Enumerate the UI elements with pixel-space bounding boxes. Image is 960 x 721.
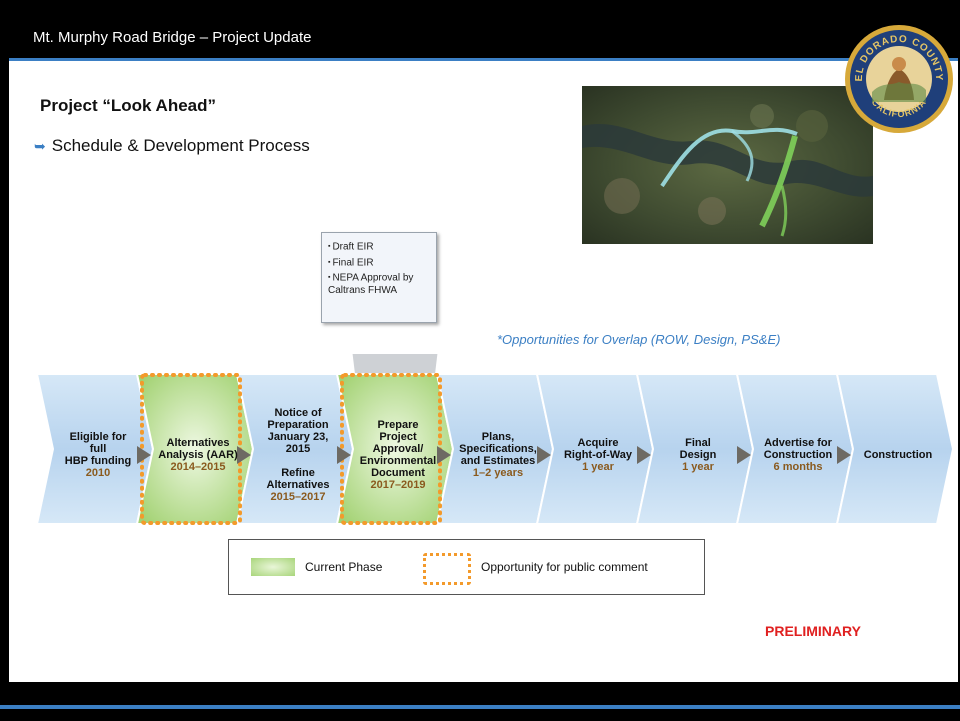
flow-arrow xyxy=(637,446,651,464)
phase-label-line: Prepare xyxy=(377,419,419,431)
aerial-map-photo xyxy=(582,86,873,244)
phase-label-line: Project xyxy=(379,431,417,443)
header-bar: Mt. Murphy Road Bridge – Project Update xyxy=(9,14,958,61)
phase-label-line: Alternatives xyxy=(166,437,230,449)
flow-arrow xyxy=(337,446,351,464)
phase-label-line: Preparation xyxy=(267,419,329,431)
flow-arrow xyxy=(837,446,851,464)
overlap-note: *Opportunities for Overlap (ROW, Design,… xyxy=(497,332,781,347)
phase-label-line: Specifications, xyxy=(459,443,537,455)
callout-box: Draft EIR Final EIR NEPA Approval by Cal… xyxy=(321,232,437,323)
phase-date: 1 year xyxy=(682,461,714,473)
phase-label-line: Alternatives xyxy=(266,479,330,491)
flow-arrow xyxy=(137,446,151,464)
flow-arrow xyxy=(537,446,551,464)
flow-arrow xyxy=(737,446,751,464)
phase-label-line: Final xyxy=(685,437,711,449)
flow-arrow xyxy=(437,446,451,464)
phase-label-line: Analysis (AAR) xyxy=(158,449,238,461)
footer-bar xyxy=(0,682,960,721)
phase-label-line: HBP funding xyxy=(64,455,132,467)
phase-label-line: Acquire xyxy=(577,437,619,449)
phase-label-line: Document xyxy=(371,467,425,479)
phase-label-line: full xyxy=(89,443,107,455)
slide: Mt. Murphy Road Bridge – Project Update … xyxy=(9,14,958,682)
phase-label-line: Refine xyxy=(281,467,315,479)
bullet-text: Schedule & Development Process xyxy=(51,136,310,155)
preliminary-label: PRELIMINARY xyxy=(765,623,861,639)
phase-label-line: Notice of xyxy=(274,407,322,419)
phase-label-line: January 23, xyxy=(267,431,329,443)
footer-accent-line xyxy=(0,705,960,709)
phase-label-line: 2015 xyxy=(285,443,311,455)
process-flow-graphic xyxy=(35,324,955,525)
section-title: Project “Look Ahead” xyxy=(40,96,217,115)
callout-connector xyxy=(349,324,441,374)
county-seal-logo: EL DORADO COUNTY CALIFORNIA xyxy=(845,25,953,133)
phase-label-line: Design xyxy=(679,449,717,461)
phase-label-line: Environmental xyxy=(359,455,437,467)
phase-label-line: Right-of-Way xyxy=(563,449,633,461)
phase-date: 6 months xyxy=(773,461,823,473)
phase-label-line xyxy=(243,455,353,467)
phase-label-line: Construction xyxy=(763,449,833,461)
flow-arrow xyxy=(237,446,251,464)
phase-date: 1 year xyxy=(582,461,614,473)
phase-label-line: and Estimates xyxy=(460,455,536,467)
phase-date: 2010 xyxy=(85,467,111,479)
phase-label-line: Eligible for xyxy=(69,431,127,443)
legend-public-comment-label: Opportunity for public comment xyxy=(481,560,648,574)
phase-label-line: Construction xyxy=(863,449,933,461)
phase-label: Construction xyxy=(843,449,953,461)
phase-date: 1–2 years xyxy=(472,467,524,479)
phase-date: 2017–2019 xyxy=(370,479,426,491)
bullet-item: ➥ Schedule & Development Process xyxy=(34,136,310,156)
phase-date: 2015–2017 xyxy=(270,491,326,503)
current-phase-swatch xyxy=(251,558,295,576)
legend-current-phase-label: Current Phase xyxy=(305,560,383,574)
callout-item: Final EIR xyxy=(328,257,436,270)
phase-label-line: Approval/ xyxy=(372,443,424,455)
header-title: Mt. Murphy Road Bridge – Project Update xyxy=(33,29,312,46)
phase-label-line: Advertise for xyxy=(764,437,832,449)
phase-label-line: Plans, xyxy=(481,431,515,443)
phase-date: 2014–2015 xyxy=(170,461,226,473)
phase-chevron xyxy=(835,373,955,525)
public-comment-swatch xyxy=(423,553,471,585)
callout-item: Draft EIR xyxy=(328,241,436,254)
legend: Current Phase Opportunity for public com… xyxy=(228,539,705,595)
arrow-bullet-icon: ➥ xyxy=(34,138,46,154)
callout-item: NEPA Approval by Caltrans FHWA xyxy=(328,272,436,297)
